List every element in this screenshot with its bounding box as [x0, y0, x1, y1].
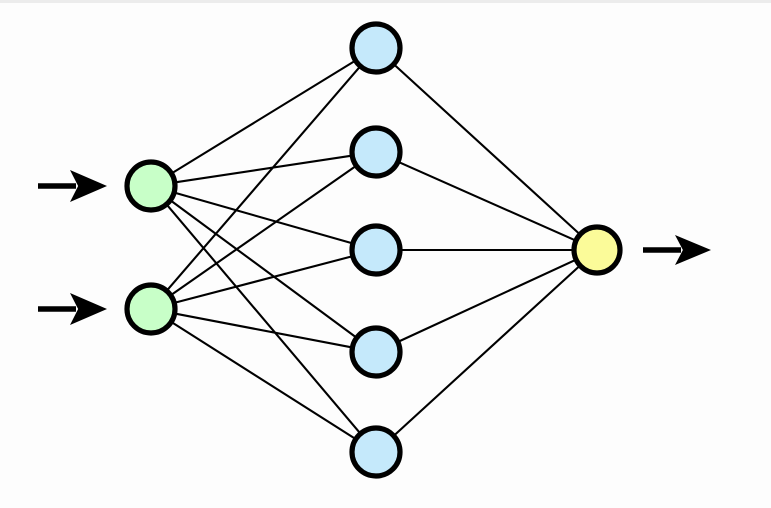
hidden-node-3[interactable]: [349, 223, 403, 277]
nodes-group: [124, 21, 623, 479]
edge-i1-h1: [169, 58, 358, 176]
output-arrow-1: [643, 235, 711, 265]
edge-i1-h3: [172, 191, 355, 245]
hidden-node-4[interactable]: [349, 325, 403, 379]
edge-i1-h2: [172, 154, 355, 184]
edge-i1-h4: [168, 198, 359, 340]
arrows-group: [38, 170, 711, 325]
input-arrow-1: [38, 170, 107, 202]
output-layer: [571, 224, 623, 276]
hidden-node-5[interactable]: [349, 425, 403, 479]
edge-h1-o1: [391, 62, 582, 237]
edge-h4-o1: [395, 258, 579, 344]
hidden-node-2[interactable]: [349, 125, 403, 179]
edge-i1-h5: [164, 202, 363, 436]
edge-i2-h1: [164, 64, 363, 293]
output-node-1[interactable]: [571, 224, 623, 276]
output-arrow-1-head-icon: [675, 235, 711, 265]
input-layer: [124, 159, 178, 336]
input-arrow-1-head-icon: [70, 170, 107, 202]
hidden-node-1[interactable]: [349, 21, 403, 75]
edge-i2-h2: [168, 164, 359, 297]
hidden-layer: [349, 21, 403, 479]
input-node-2[interactable]: [124, 282, 178, 336]
edges-group: [164, 58, 582, 441]
input-arrow-2: [38, 293, 107, 325]
edge-i2-h5: [169, 320, 358, 441]
edge-i2-h4: [172, 312, 355, 349]
edge-h5-o1: [391, 263, 582, 438]
input-node-1[interactable]: [124, 159, 178, 213]
input-arrow-2-head-icon: [70, 293, 107, 325]
edge-h2-o1: [395, 160, 578, 243]
top-edge-strip: [0, 0, 771, 3]
edge-i2-h3: [172, 254, 355, 305]
